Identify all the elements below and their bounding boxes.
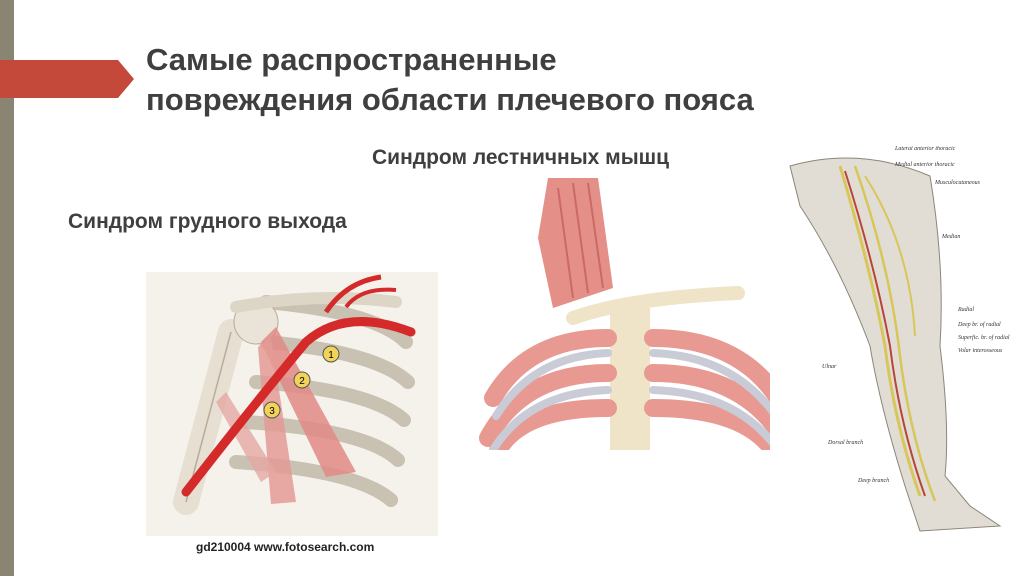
marker-3-label: 3: [269, 406, 275, 417]
title-accent-bar: [0, 60, 118, 98]
nerve-label: Ulnar: [822, 364, 837, 370]
slide-title: Самые распространенные повреждения облас…: [146, 40, 754, 120]
nerve-label: Deep br. of radial: [957, 321, 1001, 328]
nerve-label: Median: [941, 234, 960, 240]
slide-title-line-2: повреждения области плечевого пояса: [146, 82, 754, 117]
marker-2: 2: [293, 371, 311, 389]
nerve-label: Dorsal branch: [827, 440, 863, 446]
left-decor-bar: [0, 0, 14, 576]
nerve-label: Volar interosseous: [958, 348, 1003, 354]
nerve-label: Medial anterior thoracic: [894, 162, 955, 168]
ribcage-illustration: [478, 178, 788, 450]
nerve-label: Lateral anterior thoracic: [894, 146, 956, 152]
shoulder-illustration: 1 2 3: [146, 272, 438, 536]
nerve-label: Superfic. br. of radial: [958, 334, 1010, 341]
slide-title-line-1: Самые распространенные: [146, 42, 557, 77]
marker-1: 1: [322, 345, 340, 363]
marker-2-label: 2: [299, 376, 305, 387]
image-credit: gd210004 www.fotosearch.com: [196, 540, 375, 554]
marker-1-label: 1: [328, 350, 334, 361]
title-accent-arrow: [118, 60, 134, 98]
nerve-label: Deep branch: [857, 478, 889, 484]
nerve-label: Musculocutaneous: [934, 180, 981, 186]
arm-nerves-illustration: Lateral anterior thoracic Medial anterio…: [770, 146, 1024, 536]
nerve-label: Radial: [957, 307, 974, 313]
marker-3: 3: [263, 401, 281, 419]
scalene-syndrome-label: Синдром лестничных мышц: [372, 146, 670, 169]
thoracic-outlet-label: Синдром грудного выхода: [68, 210, 347, 233]
